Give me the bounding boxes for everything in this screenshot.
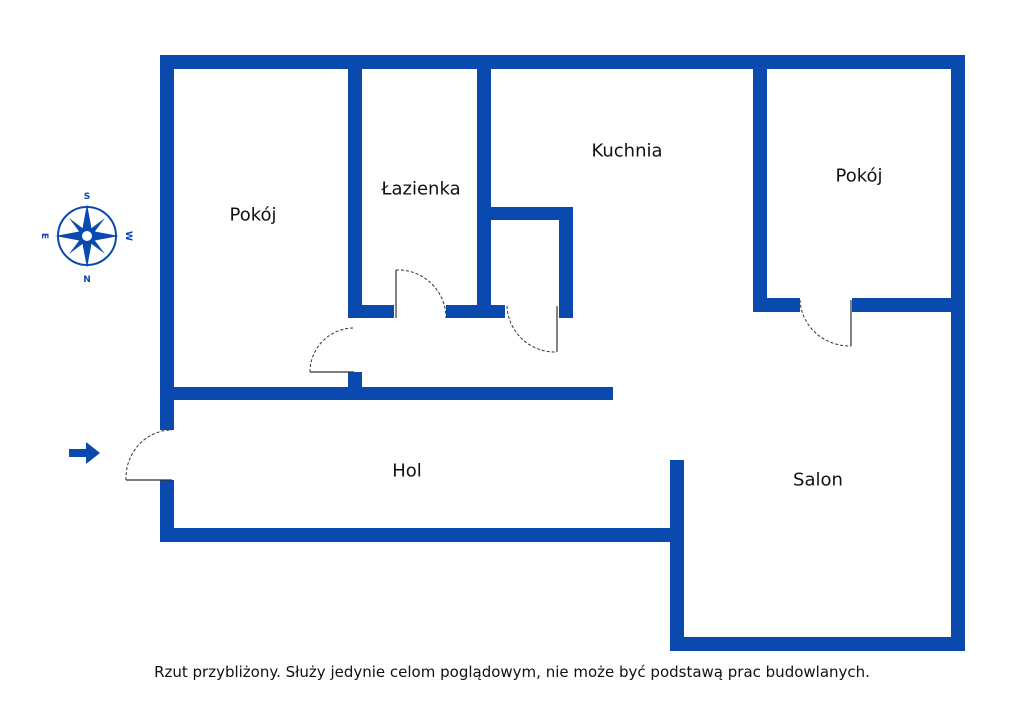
disclaimer-text: Rzut przybliżony. Służy jedynie celom po…	[154, 663, 870, 681]
compass-letter-left: E	[39, 233, 49, 239]
door-entrance	[125, 429, 173, 481]
room-label-pokoj-left: Pokój	[229, 204, 277, 226]
door-closet	[506, 305, 558, 353]
wall-hall-divider	[160, 387, 613, 400]
wall-closet-right	[559, 207, 573, 318]
room-label-pokoj-right: Pokój	[835, 165, 883, 187]
door-pokoj-right	[799, 299, 852, 347]
room-label-lazienka: Łazienka	[381, 178, 461, 200]
room-label-kuchnia: Kuchnia	[591, 140, 663, 162]
room-label-salon: Salon	[793, 469, 843, 491]
wall-pokoj-door-stub	[348, 372, 362, 392]
wall-salon-left	[670, 460, 684, 651]
wall-lazienka-bottom-left	[348, 305, 394, 318]
arrow-right-icon	[69, 442, 100, 464]
wall-pokoj-right-left	[753, 55, 767, 312]
wall-lazienka-bottom-right	[446, 305, 505, 318]
wall-left-lower-bottom	[160, 480, 174, 542]
wall-bottom-hol	[160, 528, 684, 542]
wall-right-outer	[951, 55, 965, 651]
compass-letter-bottom: N	[83, 275, 91, 285]
wall-left-upper	[160, 55, 174, 400]
wall-pokoj-right-bottom-right	[852, 298, 965, 312]
compass-rose-icon: S N E W	[39, 192, 133, 285]
wall-bottom-salon	[670, 637, 965, 651]
wall-pokoj-lazienka	[348, 55, 362, 318]
door-pokoj-left	[309, 327, 355, 373]
wall-left-lower-top	[160, 400, 174, 430]
door-lazienka	[395, 269, 447, 319]
wall-top	[160, 55, 965, 69]
wall-pokoj-right-bottom-left	[753, 298, 800, 312]
wall-lazienka-kuchnia	[477, 55, 491, 318]
room-label-hol: Hol	[392, 460, 422, 482]
compass-letter-top: S	[84, 192, 90, 202]
compass-letter-right: W	[123, 231, 133, 241]
wall-closet-top	[477, 207, 573, 220]
